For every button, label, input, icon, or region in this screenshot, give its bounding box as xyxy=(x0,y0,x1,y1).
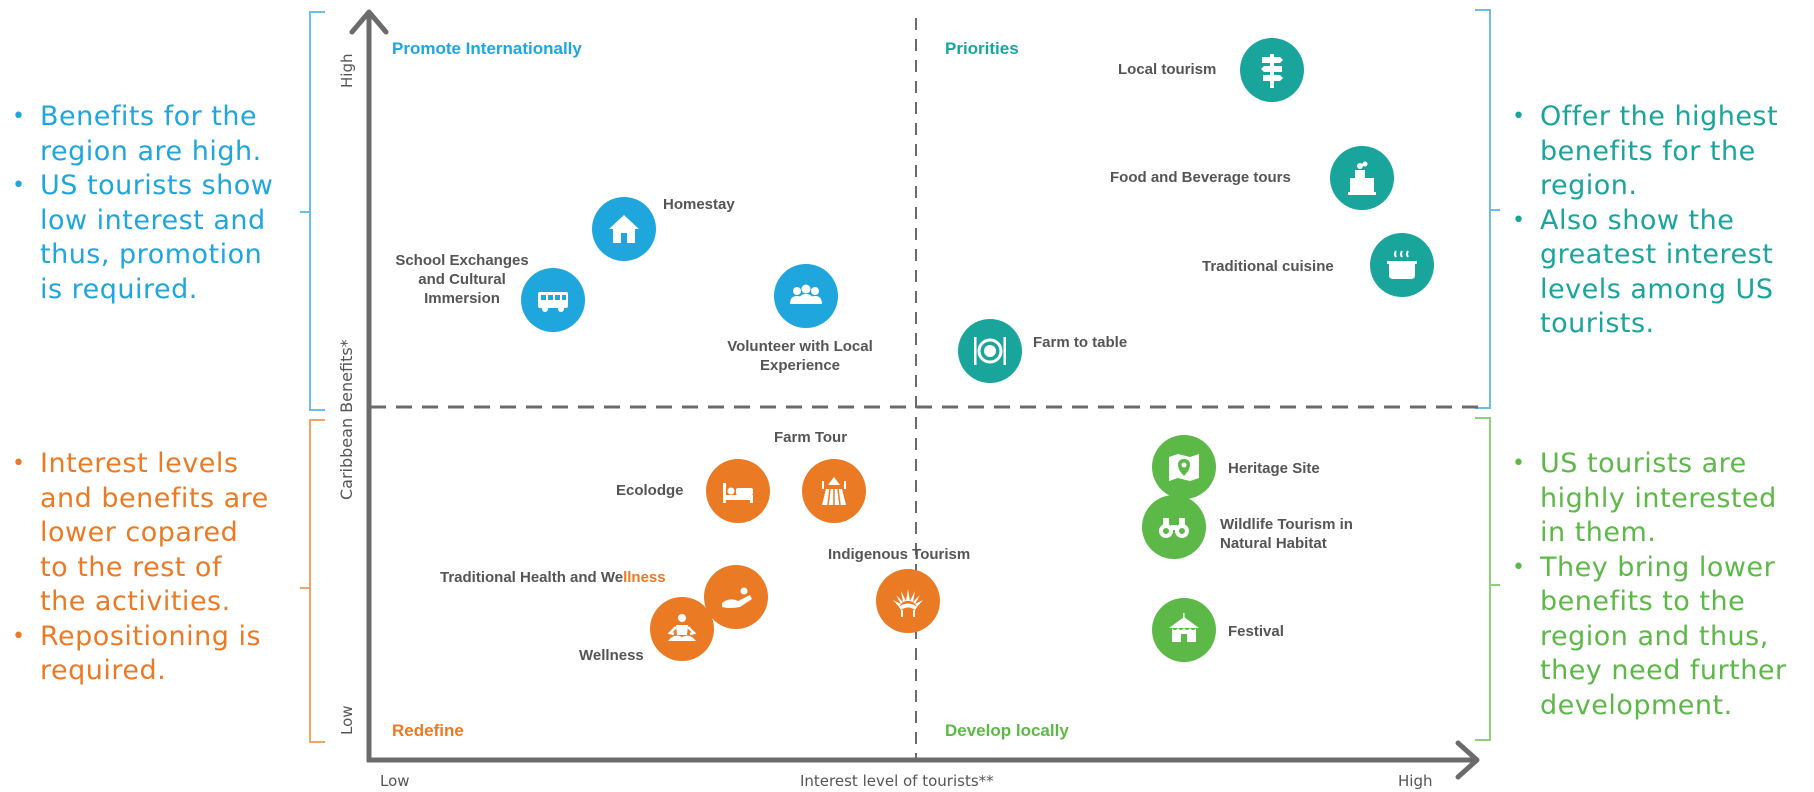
activity-label: Festival xyxy=(1228,623,1284,640)
activity-label: Farm to table xyxy=(1033,334,1128,351)
quadrant-title-redefine: Redefine xyxy=(392,721,464,740)
activity-label: Food and Beverage tours xyxy=(1110,169,1291,186)
activity-label: Farm Tour xyxy=(774,429,848,446)
plate-cutlery-icon xyxy=(958,319,1022,383)
tent-icon xyxy=(1152,598,1216,662)
left-top-notes: Benefits for the region are high. US tou… xyxy=(10,100,280,307)
activity-label: Homestay xyxy=(663,196,735,213)
activity-label: Traditional Health and Wellness xyxy=(440,568,666,587)
note-item: Also show the greatest interest levels a… xyxy=(1510,204,1810,342)
note-item: They bring lower benefits to the region … xyxy=(1510,551,1810,724)
left-bracket-bottom xyxy=(300,419,325,743)
note-item: Benefits for the region are high. xyxy=(10,100,280,169)
y-high-label: High xyxy=(338,54,356,88)
note-item: US tourists are highly interested in the… xyxy=(1510,447,1810,551)
note-item: Interest levels and benefits are lower c… xyxy=(10,447,275,620)
activity-label-part: llness xyxy=(623,569,666,586)
note-item: Offer the highest benefits for the regio… xyxy=(1510,100,1810,204)
quadrant-title-priorities: Priorities xyxy=(945,39,1019,58)
activity-label: Local tourism xyxy=(1118,61,1217,78)
left-bottom-notes: Interest levels and benefits are lower c… xyxy=(10,447,275,689)
activity-label: Wellness xyxy=(579,647,644,664)
y-low-label: Low xyxy=(338,705,356,735)
group-icon xyxy=(774,264,838,328)
factory-icon xyxy=(1330,146,1394,210)
activity-label-part: Traditional Health and We xyxy=(440,569,624,586)
activity-label: Indigenous Tourism xyxy=(828,546,971,563)
headdress-icon xyxy=(876,569,940,633)
quadrant-title-promote: Promote Internationally xyxy=(392,39,582,58)
right-bracket-top xyxy=(1475,9,1500,409)
signpost-icon xyxy=(1240,38,1304,102)
x-axis-label: Interest level of tourists** xyxy=(800,772,994,790)
bus-icon xyxy=(521,268,585,332)
massage-icon xyxy=(704,565,768,629)
left-bracket-top xyxy=(300,11,325,411)
x-low-label: Low xyxy=(380,772,410,790)
x-axis-arrow xyxy=(1455,740,1480,780)
map-pin-icon xyxy=(1152,435,1216,499)
right-top-notes: Offer the highest benefits for the regio… xyxy=(1510,100,1810,342)
note-item: US tourists show low interest and thus, … xyxy=(10,169,280,307)
activity-label: Ecolodge xyxy=(616,482,684,499)
activity-label: Volunteer with Local Experience xyxy=(727,338,873,374)
right-bracket-bottom xyxy=(1475,417,1500,741)
farm-field-icon xyxy=(802,459,866,523)
activity-label: Traditional cuisine xyxy=(1202,258,1334,275)
house-icon xyxy=(592,197,656,261)
cooking-pot-icon xyxy=(1370,233,1434,297)
quadrant-title-develop: Develop locally xyxy=(945,721,1069,740)
y-axis-arrow xyxy=(349,9,389,35)
activity-label: School Exchanges and Cultural Immersion xyxy=(395,252,529,307)
activity-label: Wildlife Tourism in Natural Habitat xyxy=(1220,516,1353,552)
bed-icon xyxy=(706,459,770,523)
note-item: Repositioning is required. xyxy=(10,620,275,689)
y-axis-label: Caribbean Benefits* xyxy=(337,339,356,500)
binoculars-icon xyxy=(1142,495,1206,559)
right-bottom-notes: US tourists are highly interested in the… xyxy=(1510,447,1810,723)
activity-label: Heritage Site xyxy=(1228,460,1320,477)
x-high-label: High xyxy=(1398,772,1433,790)
meditation-icon xyxy=(650,597,714,661)
